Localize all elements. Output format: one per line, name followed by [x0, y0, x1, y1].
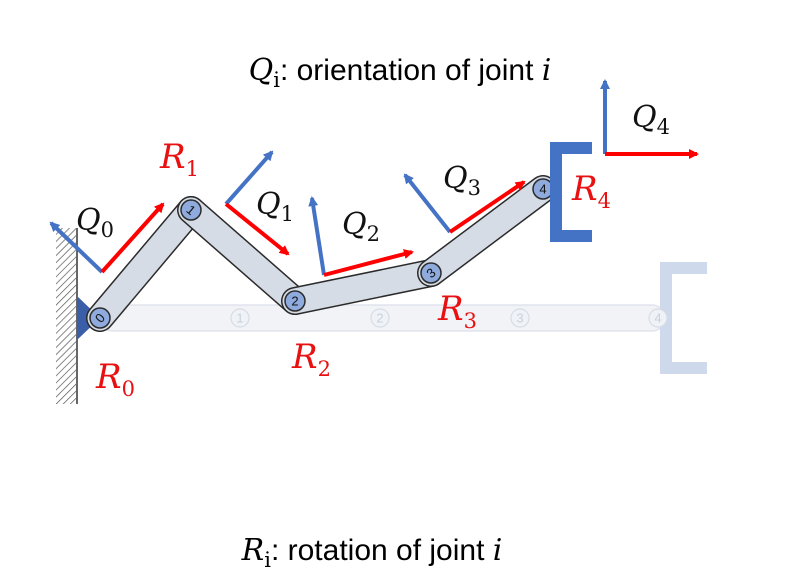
title-bottom: Ri: rotation of joint i: [241, 533, 503, 572]
rotation-arrow-0: [100, 202, 165, 274]
orientation-arrow-2: [308, 196, 326, 276]
label-q3: Q3: [443, 161, 481, 200]
label-q1: Q1: [256, 187, 294, 226]
svg-text:2: 2: [376, 311, 383, 326]
joint-2: 2: [284, 290, 306, 312]
svg-text:3: 3: [516, 311, 523, 326]
link-0-1: [87, 197, 204, 331]
label-r0: R0: [95, 357, 135, 401]
links: [86, 175, 557, 332]
label-q2: Q2: [342, 207, 380, 246]
label-q0: Q0: [76, 203, 114, 242]
ghost-joint-2: 2: [370, 308, 390, 328]
joint-0: 0: [89, 307, 111, 329]
svg-text:2: 2: [291, 294, 298, 309]
joint-3: 3: [420, 262, 442, 284]
ghost-joint-1: 1: [230, 308, 250, 328]
rotation-arrow-2: [323, 249, 414, 277]
link-3-4: [418, 176, 556, 286]
wall-hatch: [56, 228, 76, 404]
orientation-arrow-0: [49, 221, 104, 274]
rotation-arrow-1: [224, 202, 290, 256]
rotation-arrows: [100, 149, 699, 277]
ghost-joint-3: 3: [510, 308, 530, 328]
orientation-arrow-1: [224, 150, 274, 206]
link-2-3: [282, 260, 444, 314]
ghost-joint-4: 4: [648, 308, 668, 328]
rotation-arrow-3: [448, 180, 526, 234]
label-r1: R1: [159, 137, 199, 181]
gripper: [550, 142, 592, 242]
label-q4: Q4: [632, 100, 670, 139]
svg-text:4: 4: [654, 311, 661, 326]
title-top: Qi: orientation of joint i: [249, 53, 552, 92]
label-r3: R3: [437, 289, 477, 333]
label-r2: R2: [291, 337, 331, 381]
joint-1: 1: [180, 199, 202, 221]
svg-text:1: 1: [236, 311, 243, 326]
orientation-arrows: [49, 79, 610, 276]
ghost-chain: 1 2 3 4: [99, 262, 707, 374]
ghost-gripper: [660, 262, 707, 374]
orientation-arrow-3: [403, 173, 452, 234]
link-1-2: [178, 197, 308, 314]
svg-text:4: 4: [539, 182, 546, 197]
label-r4: R4: [571, 169, 611, 213]
